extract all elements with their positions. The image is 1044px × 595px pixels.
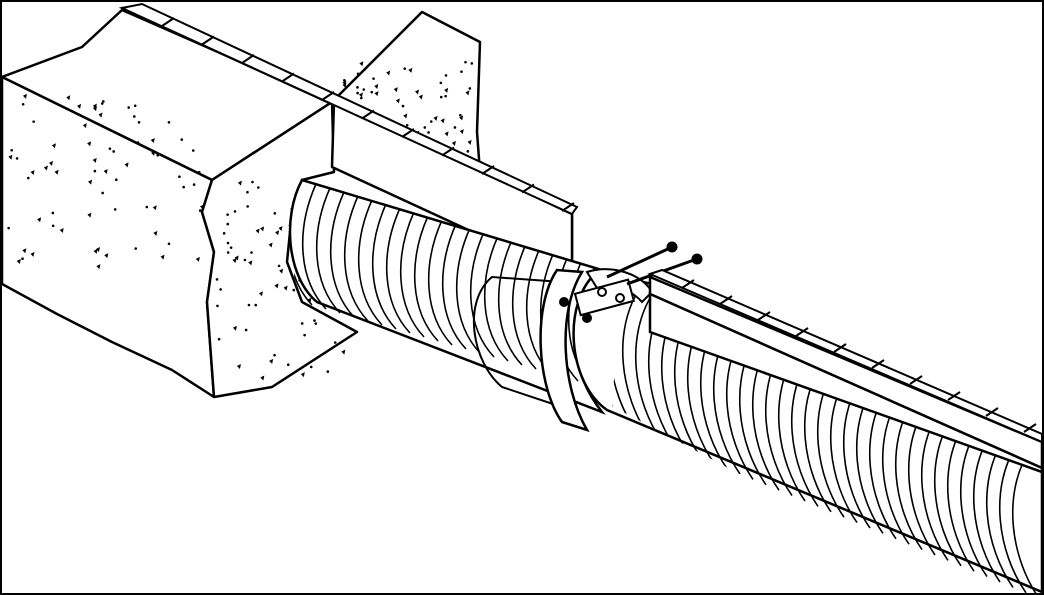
trench-wall-right	[647, 268, 1042, 474]
trench-wall-left	[118, 2, 579, 272]
corrugated-pipe	[288, 178, 1042, 593]
coupler-band	[539, 268, 654, 433]
